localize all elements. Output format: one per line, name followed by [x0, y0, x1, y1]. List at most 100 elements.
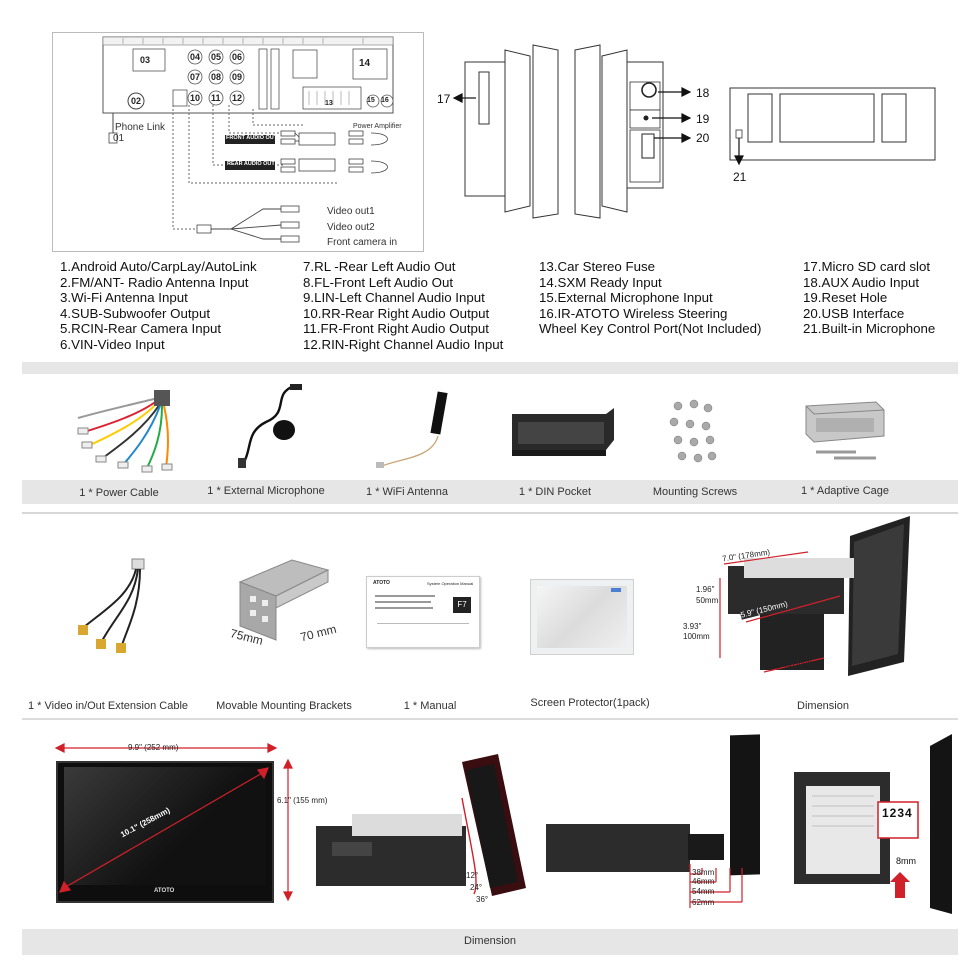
screen-height-dim: 6.1" (155 mm) — [277, 796, 328, 805]
legend-item: 3.Wi-Fi Antenna Input — [60, 290, 188, 306]
screen-width-dim: 9.9" (252 mm) — [128, 743, 179, 752]
accessory-dimension: Dimension — [797, 700, 849, 712]
height-unit-image — [794, 734, 952, 914]
depth-62: 62mm — [692, 898, 715, 907]
port-13: 13 — [325, 100, 333, 107]
callout-19: 19 — [696, 112, 710, 126]
legend-col-2: 7.RL -Rear Left Audio Out 8.FL-Front Lef… — [303, 259, 503, 353]
port-06: 06 — [232, 52, 243, 62]
legend-item: 18.AUX Audio Input — [803, 274, 920, 290]
height-step: 8mm — [896, 856, 916, 866]
video-out2-label: Video out2 — [327, 222, 375, 233]
legend-item: 5.RCIN-Rear Camera Input — [60, 321, 222, 337]
manual-title: System Operation Manual — [427, 581, 474, 586]
port-09: 09 — [232, 72, 243, 82]
accessory-mounting-screws: Mounting Screws — [652, 486, 738, 498]
phone-link-label: Phone Link — [115, 122, 166, 133]
legend-item: 8.FL-Front Left Audio Out — [303, 274, 454, 290]
height-positions: 1234 — [882, 806, 913, 820]
port-05: 05 — [211, 52, 222, 62]
legend-col-4: 17.Micro SD card slot 18.AUX Audio Input… — [803, 259, 935, 337]
tilt-unit-image — [316, 754, 526, 896]
port-08: 08 — [211, 72, 222, 82]
accessory-din-pocket: 1 * DIN Pocket — [518, 486, 592, 498]
port-04: 04 — [190, 52, 201, 62]
port-15: 15 — [367, 97, 375, 104]
wiring-diagram: 03 04 05 06 07 08 09 10 11 12 14 13 02 1… — [52, 32, 424, 252]
port-12: 12 — [232, 93, 243, 103]
port-02: 02 — [131, 96, 142, 106]
unit-h2: 3.93" — [683, 622, 702, 631]
unit-dimension-image — [719, 516, 910, 676]
separator-line-2 — [22, 718, 958, 720]
callout-18: 18 — [696, 86, 710, 100]
unit-h1mm: 50mm — [696, 596, 719, 605]
accessories-label-bar-1 — [22, 480, 958, 504]
screen-front-image: ATOTO — [56, 761, 274, 903]
legend-item: 10.RR-Rear Right Audio Output — [303, 305, 490, 321]
adaptive-cage-image — [805, 401, 885, 460]
unit-h1: 1.96" — [696, 585, 715, 594]
accessory-power-cable: 1 * Power Cable — [79, 487, 159, 499]
front-audio-out-label: FRONT AUDIO OUT — [226, 135, 278, 141]
port-labels: 03 04 05 06 07 08 09 10 11 12 14 13 02 1… — [53, 33, 423, 133]
accessory-wifi-antenna: 1 * WiFi Antenna — [366, 486, 448, 498]
accessory-external-microphone: 1 * External Microphone — [207, 485, 325, 497]
port-07: 07 — [190, 72, 201, 82]
legend-item: 2.FM/ANT- Radio Antenna Input — [60, 274, 249, 290]
screen-dimension-lines — [54, 743, 293, 902]
port-01-label: 01 — [113, 133, 125, 144]
depth-54: 54mm — [692, 887, 715, 896]
video-out1-label: Video out1 — [327, 206, 375, 217]
rear-audio-out-label: REAR AUDIO OUT — [227, 161, 275, 167]
tilt-12: 12° — [466, 871, 479, 880]
legend-item: 12.RIN-Right Channel Audio Input — [303, 336, 504, 352]
separator-line — [22, 512, 958, 514]
unit-h2mm: 100mm — [683, 632, 710, 641]
tilt-24: 24° — [470, 883, 483, 892]
legend-item: 1.Android Auto/CarpLay/AutoLink — [60, 259, 257, 274]
depth-38: 38mm — [692, 868, 715, 877]
legend-item: Wheel Key Control Port(Not Included) — [539, 321, 762, 337]
footer-dimension-label: Dimension — [464, 935, 516, 947]
legend-item: 15.External Microphone Input — [539, 290, 713, 306]
unit-side-view — [452, 44, 936, 219]
power-amplifier-label: Power Amplifier — [353, 123, 402, 130]
power-cable-image — [77, 390, 173, 473]
legend-item: 17.Micro SD card slot — [803, 259, 931, 274]
accessory-mounting-brackets: Movable Mounting Brackets — [216, 700, 352, 712]
manual-brand: ATOTO — [373, 580, 390, 586]
legend-item: 7.RL -Rear Left Audio Out — [303, 259, 456, 274]
callout-17: 17 — [437, 92, 451, 106]
legend-item: 9.LIN-Left Channel Audio Input — [303, 290, 485, 306]
video-extension-cable-image — [78, 558, 145, 653]
legend-item: 19.Reset Hole — [803, 290, 888, 306]
mounting-screws-image — [669, 399, 717, 463]
depth-46: 46mm — [692, 877, 715, 886]
tilt-36: 36° — [476, 895, 489, 904]
screen-protector-image — [530, 579, 634, 655]
mounting-brackets-image — [238, 559, 330, 641]
legend-item: 14.SXM Ready Input — [539, 274, 662, 290]
legend-item: 16.IR-ATOTO Wireless Steering — [539, 305, 728, 321]
accessory-screen-protector: Screen Protector(1pack) — [530, 697, 650, 709]
port-03: 03 — [140, 55, 151, 65]
port-16: 16 — [381, 97, 389, 104]
footer-bar — [22, 929, 958, 955]
wiring-diagram-drawing — [102, 36, 394, 243]
manual-model: F7 — [453, 597, 471, 613]
separator-bar — [22, 362, 958, 374]
accessory-manual: 1 * Manual — [403, 700, 457, 712]
legend-col-1: 1.Android Auto/CarpLay/AutoLink 2.FM/ANT… — [60, 259, 257, 353]
legend-item: 20.USB Interface — [803, 305, 905, 321]
port-10: 10 — [190, 93, 201, 103]
accessory-video-extension-cable: 1 * Video in/Out Extension Cable — [28, 700, 189, 712]
port-11: 11 — [211, 93, 221, 103]
screen-brand: ATOTO — [154, 888, 175, 894]
din-pocket-image — [512, 408, 614, 456]
accessory-adaptive-cage: 1 * Adaptive Cage — [800, 485, 890, 497]
legend-item: 21.Built-in Microphone — [803, 321, 936, 337]
legend-col-3: 13.Car Stereo Fuse 14.SXM Ready Input 15… — [539, 259, 761, 337]
legend-item: 13.Car Stereo Fuse — [539, 259, 656, 274]
port-14: 14 — [359, 58, 371, 69]
